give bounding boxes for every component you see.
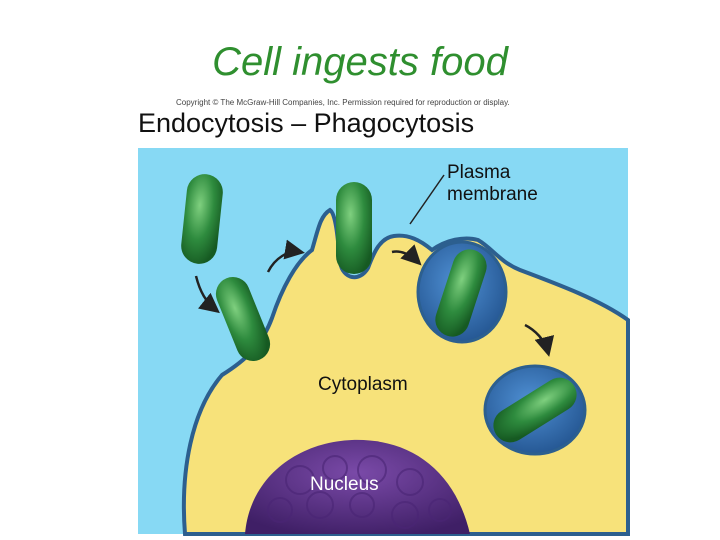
- bacterium-in-vacuole: [435, 249, 487, 337]
- bacterium-outside: [181, 174, 223, 264]
- bacterium-digesting: [493, 377, 577, 443]
- arrow-step2: [266, 239, 305, 273]
- arrow-step3: [391, 244, 422, 266]
- nucleus: [245, 439, 470, 534]
- nucleus-texture: [267, 455, 452, 529]
- arrow-step1: [194, 275, 220, 314]
- copyright-notice: Copyright © The McGraw-Hill Companies, I…: [176, 98, 510, 107]
- label-plasma: Plasma: [447, 162, 511, 183]
- slide-title: Cell ingests food: [212, 40, 508, 84]
- bacterium-approaching: [215, 276, 271, 362]
- arrow-step4: [524, 323, 555, 357]
- bacterium-engulfed: [336, 182, 372, 274]
- plasma-membrane-leader: [409, 174, 445, 225]
- label-cytoplasm: Cytoplasm: [318, 374, 408, 395]
- label-nucleus: Nucleus: [310, 474, 379, 495]
- figure-heading: Endocytosis – Phagocytosis: [138, 108, 475, 138]
- label-membrane: membrane: [447, 184, 538, 205]
